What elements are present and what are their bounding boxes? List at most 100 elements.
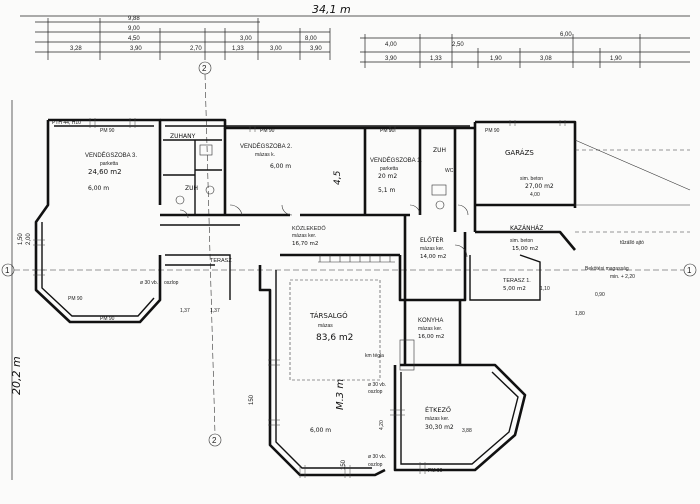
svg-text:5,00 m2: 5,00 m2 [503,286,526,292]
room-terasz2: TERASZ [210,258,232,264]
window-hatches [33,118,566,478]
svg-text:parketta: parketta [380,166,398,172]
note-width-guest3: 6,00 m [88,185,109,192]
dim-top-right2-0: 3,90 [385,56,397,62]
svg-text:ø 30 vb.: ø 30 vb. [368,454,386,460]
note-pm90-f: PM 90 [100,316,115,322]
dim-top-row4-5: 3,90 [310,46,322,52]
svg-text:TERASZ 1.: TERASZ 1. [503,278,531,284]
room-eloter: ELŐTÉR mázas ker. 14,00 m2 [420,236,446,260]
note-388: 3,88 [462,428,472,434]
exterior-walls [34,118,577,477]
svg-text:mázas ker.: mázas ker. [420,246,444,252]
axis-line-2 [204,73,216,435]
room-etkezo: ÉTKEZŐ mázas ker. 30,30 m2 [425,405,454,431]
note-pmh10: PTH 44, H10 [52,120,81,126]
svg-text:KAZÁNHÁZ: KAZÁNHÁZ [510,225,543,232]
note-090: 0,90 [595,292,605,298]
dim-top-row4-4: 3,00 [270,46,282,52]
note-column-2: ø 30 vb. oszlop [368,382,386,395]
svg-text:6,00 m: 6,00 m [270,163,291,170]
svg-text:KÖZLEKEDŐ: KÖZLEKEDŐ [292,225,326,232]
dim-top-row4-3: 1,33 [232,46,244,52]
note-150-a: 150 [249,394,255,405]
dim-top-right1-0: 4,00 [385,42,397,48]
svg-text:oszlop: oszlop [368,462,383,468]
svg-text:ELŐTÉR: ELŐTÉR [420,236,443,244]
svg-text:mázas ker.: mázas ker. [418,326,442,332]
dim-top-row1-0: 9,88 [128,16,140,22]
note-pm90-d: PM 90 [485,128,500,134]
note-bekotesi: Bekötési magasság [585,266,629,272]
note-width-living: 6,00 m [310,427,331,434]
room-zuhany1: ZUHANY [170,133,196,140]
stairs [318,255,395,263]
overall-height-label: 20,2 m [10,356,23,395]
note-400: 4,00 [530,192,540,198]
note-height-corridor: 4,5 [333,170,343,185]
dim-top-right1-2: 6,00 [560,32,572,38]
svg-text:20 m2: 20 m2 [378,173,397,180]
note-110: 1,10 [540,286,550,292]
svg-text:ÉTKEZŐ: ÉTKEZŐ [425,405,451,414]
axis-marker-right: 1 [683,263,697,277]
room-guest3: VENDÉGSZOBA 3. parketta 24,60 m2 [85,152,137,176]
note-pm90-c: PM 90 [380,128,395,134]
svg-text:GARÁZS: GARÁZS [505,148,534,157]
note-height-living: M.3 m [335,379,346,410]
note-180: 1,80 [575,311,585,317]
room-tarsalgo: TÁRSALGÓ mázas 83,6 m2 [309,311,353,343]
overall-width-label: 34,1 m [312,3,351,16]
svg-text:VENDÉGSZOBA 3.: VENDÉGSZOBA 3. [85,152,137,159]
dim-top-row3-0: 4,50 [128,36,140,42]
note-wc: WC [445,168,454,174]
dim-top-row4-2: 2,70 [190,46,202,52]
note-150-b: 150 [341,459,347,470]
dim-top-row3-1: 3,00 [240,36,252,42]
svg-text:oszlop: oszlop [164,280,179,286]
svg-text:TÁRSALGÓ: TÁRSALGÓ [309,311,348,320]
room-terasz1: TERASZ 1. 5,00 m2 [503,278,531,292]
svg-text:14,00 m2: 14,00 m2 [420,254,446,260]
top-dimension-chains [35,18,690,68]
note-137-a: 1,37 [180,308,190,314]
note-bekotesi-2: min. + 2,20 [610,274,635,280]
svg-text:16,70 m2: 16,70 m2 [292,241,318,247]
svg-text:2: 2 [202,64,207,73]
note-column-1: ø 30 vb. oszlop [140,280,179,286]
svg-text:1: 1 [5,266,10,275]
axis-marker-top: 2 [198,61,212,75]
svg-text:mázas ker.: mázas ker. [425,416,449,422]
sanitary-fixtures [175,144,447,371]
note-pm90-b: PM 90 [260,128,275,134]
room-zuh3: ZUH [433,147,446,154]
note-km-tegla: km tégla [365,353,384,359]
note-width-guest1: 5,1 m [378,187,395,194]
svg-text:27,00 m2: 27,00 m2 [525,183,554,190]
dim-top-row2-0: 9,00 [128,26,140,32]
svg-text:83,6 m2: 83,6 m2 [316,333,353,343]
svg-text:15,00 m2: 15,00 m2 [512,246,538,252]
room-konyha: KONYHA mázas ker. 16,00 m2 [418,318,444,340]
room-guest2: VENDÉGSZOBA 2. mázas k. 6,00 m [240,143,292,170]
garage-ramp [574,139,691,233]
left-dim-1: 1,50 [18,233,24,245]
left-dim-2: 2,00 [26,233,32,245]
note-column-3: ø 30 vb. oszlop [368,454,386,468]
dim-top-right2-3: 3,08 [540,56,552,62]
dim-top-right2-1: 1,33 [430,56,442,62]
svg-text:mázas: mázas [318,323,333,329]
note-fire-door: tűzálló ajtó [620,240,644,246]
svg-text:sim. beton: sim. beton [510,238,533,244]
svg-text:mázas ker.: mázas ker. [292,233,316,239]
svg-text:mázas k.: mázas k. [255,152,275,158]
note-pm90-bottom: PM 90 [428,468,443,474]
dim-top-right2-4: 1,90 [610,56,622,62]
room-garage: GARÁZS sim. beton 27,00 m2 [505,148,554,190]
svg-text:30,30 m2: 30,30 m2 [425,424,454,431]
svg-text:16,00 m2: 16,00 m2 [418,334,444,340]
door-swings [179,204,469,258]
note-pm90-e: PM 90 [68,296,83,302]
